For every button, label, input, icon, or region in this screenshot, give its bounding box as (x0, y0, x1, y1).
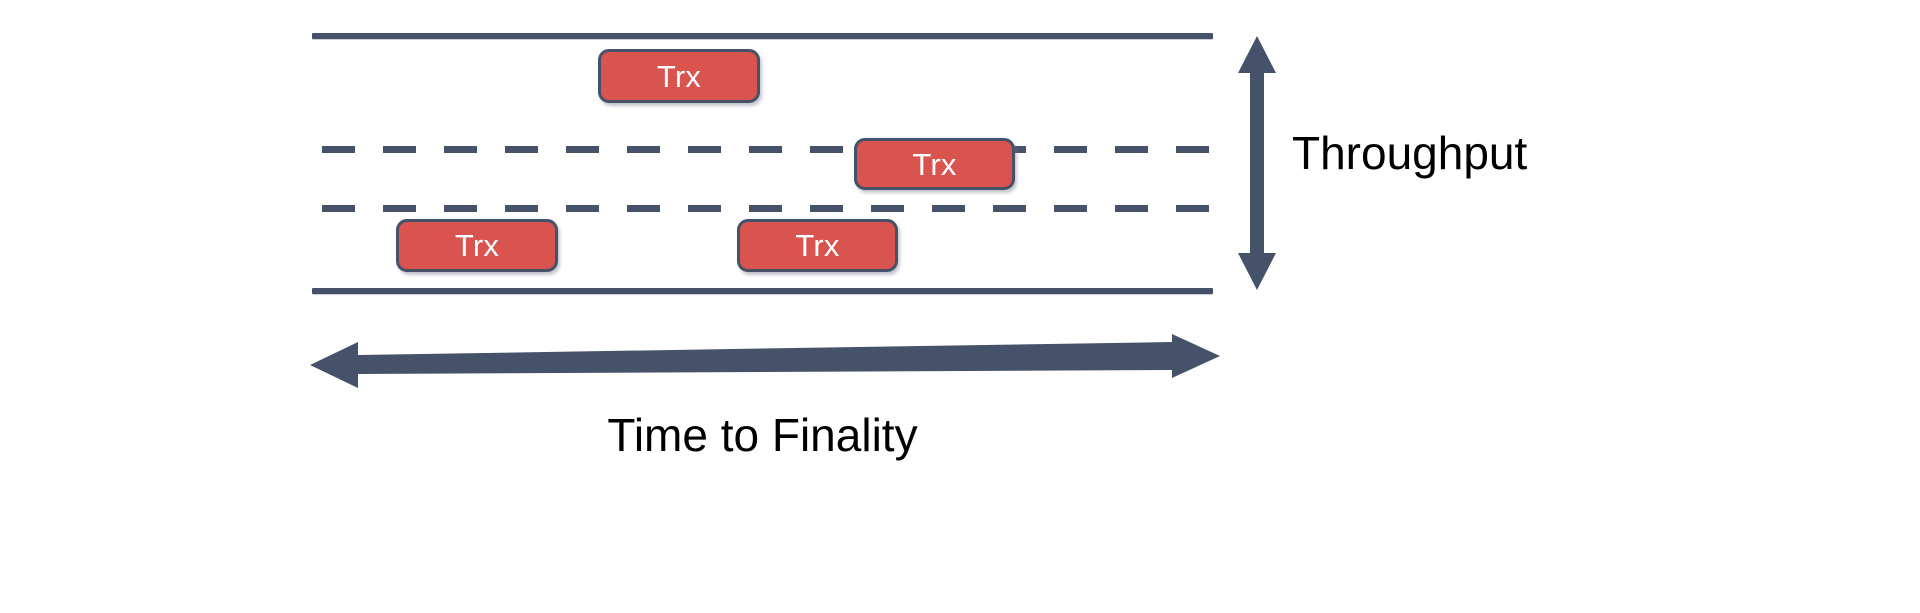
time-to-finality-arrow-icon (310, 334, 1220, 388)
trx-block-label: Trx (912, 146, 957, 182)
lane-line-top-solid (312, 33, 1213, 39)
throughput-arrow-icon (1238, 36, 1276, 290)
trx-block-1[interactable]: Trx (598, 49, 760, 103)
trx-block-label: Trx (656, 58, 702, 94)
trx-block-2[interactable]: Trx (854, 138, 1015, 190)
trx-block-4[interactable]: Trx (737, 219, 898, 272)
lane-line-dashed-upper (312, 146, 1213, 153)
throughput-label: Throughput (1292, 127, 1528, 179)
trx-block-label: Trx (795, 228, 840, 263)
time-to-finality-label: Time to Finality (607, 409, 918, 461)
trx-block-3[interactable]: Trx (396, 219, 558, 272)
lane-line-bottom-solid (312, 288, 1213, 294)
trx-block-label: Trx (454, 228, 500, 263)
lane-line-dashed-lower (312, 205, 1213, 212)
